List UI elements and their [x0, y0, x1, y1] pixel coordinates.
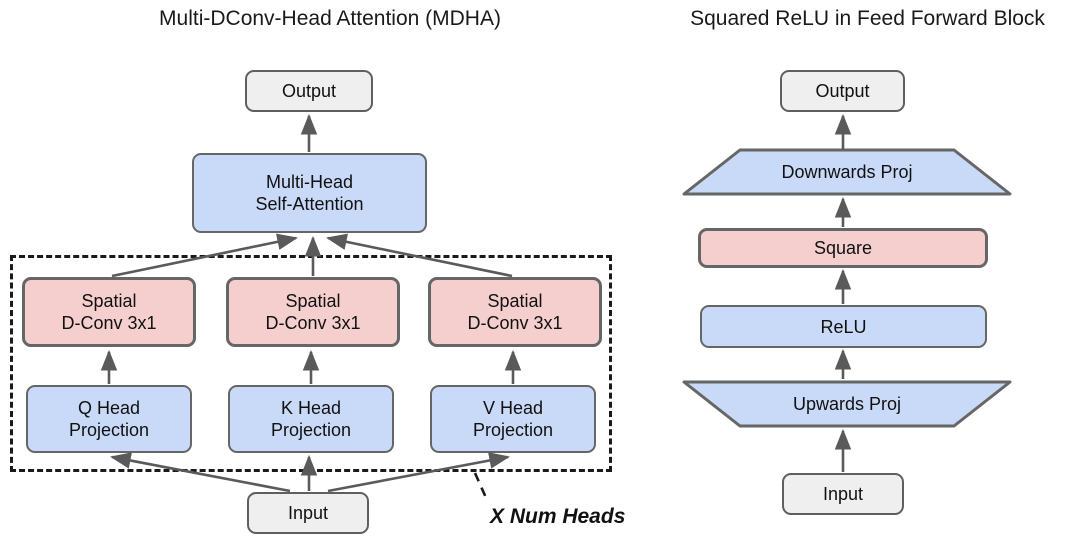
- node-spatial-dconv-k: Spatial D-Conv 3x1: [226, 277, 400, 347]
- left-panel-title: Multi-DConv-Head Attention (MDHA): [159, 7, 501, 30]
- node-q-head-projection: Q Head Projection: [26, 385, 192, 453]
- node-multi-head-self-attention: Multi-Head Self-Attention: [192, 153, 427, 233]
- node-v-head-projection-label: V Head Projection: [472, 398, 554, 440]
- node-output-left-label: Output: [281, 81, 337, 101]
- node-output-left: Output: [245, 70, 373, 112]
- node-output-right: Output: [780, 70, 905, 112]
- node-upwards-proj: Upwards Proj: [682, 380, 1012, 428]
- num-heads-annotation: X Num Heads: [490, 505, 626, 528]
- node-k-head-projection: K Head Projection: [228, 385, 394, 453]
- node-relu-label: ReLU: [820, 316, 867, 337]
- node-output-right-label: Output: [815, 81, 870, 101]
- node-input-left-label: Input: [287, 503, 329, 523]
- node-input-right-label: Input: [822, 484, 864, 504]
- node-input-left: Input: [247, 492, 369, 534]
- node-spatial-dconv-q: Spatial D-Conv 3x1: [22, 277, 196, 347]
- node-square-label: Square: [813, 238, 873, 258]
- node-relu: ReLU: [700, 305, 987, 348]
- node-v-head-projection: V Head Projection: [430, 385, 596, 453]
- mdha-panel: Multi-DConv-Head Attention (MDHA) Output…: [10, 7, 626, 534]
- annotation-leader-line: [473, 472, 489, 501]
- node-downwards-proj: Downwards Proj: [682, 148, 1012, 196]
- node-spatial-dconv-q-label: Spatial D-Conv 3x1: [61, 291, 157, 333]
- node-square: Square: [698, 228, 988, 268]
- node-multi-head-self-attention-label: Multi-Head Self-Attention: [255, 172, 364, 214]
- right-panel-title: Squared ReLU in Feed Forward Block: [690, 7, 1045, 30]
- node-spatial-dconv-v-label: Spatial D-Conv 3x1: [467, 291, 563, 333]
- node-input-right: Input: [782, 473, 904, 515]
- node-spatial-dconv-v: Spatial D-Conv 3x1: [428, 277, 602, 347]
- squared-relu-panel: Squared ReLU in Feed Forward Block Outpu…: [660, 0, 1075, 545]
- node-spatial-dconv-k-label: Spatial D-Conv 3x1: [265, 291, 361, 333]
- node-q-head-projection-label: Q Head Projection: [68, 398, 150, 440]
- node-k-head-projection-label: K Head Projection: [270, 398, 352, 440]
